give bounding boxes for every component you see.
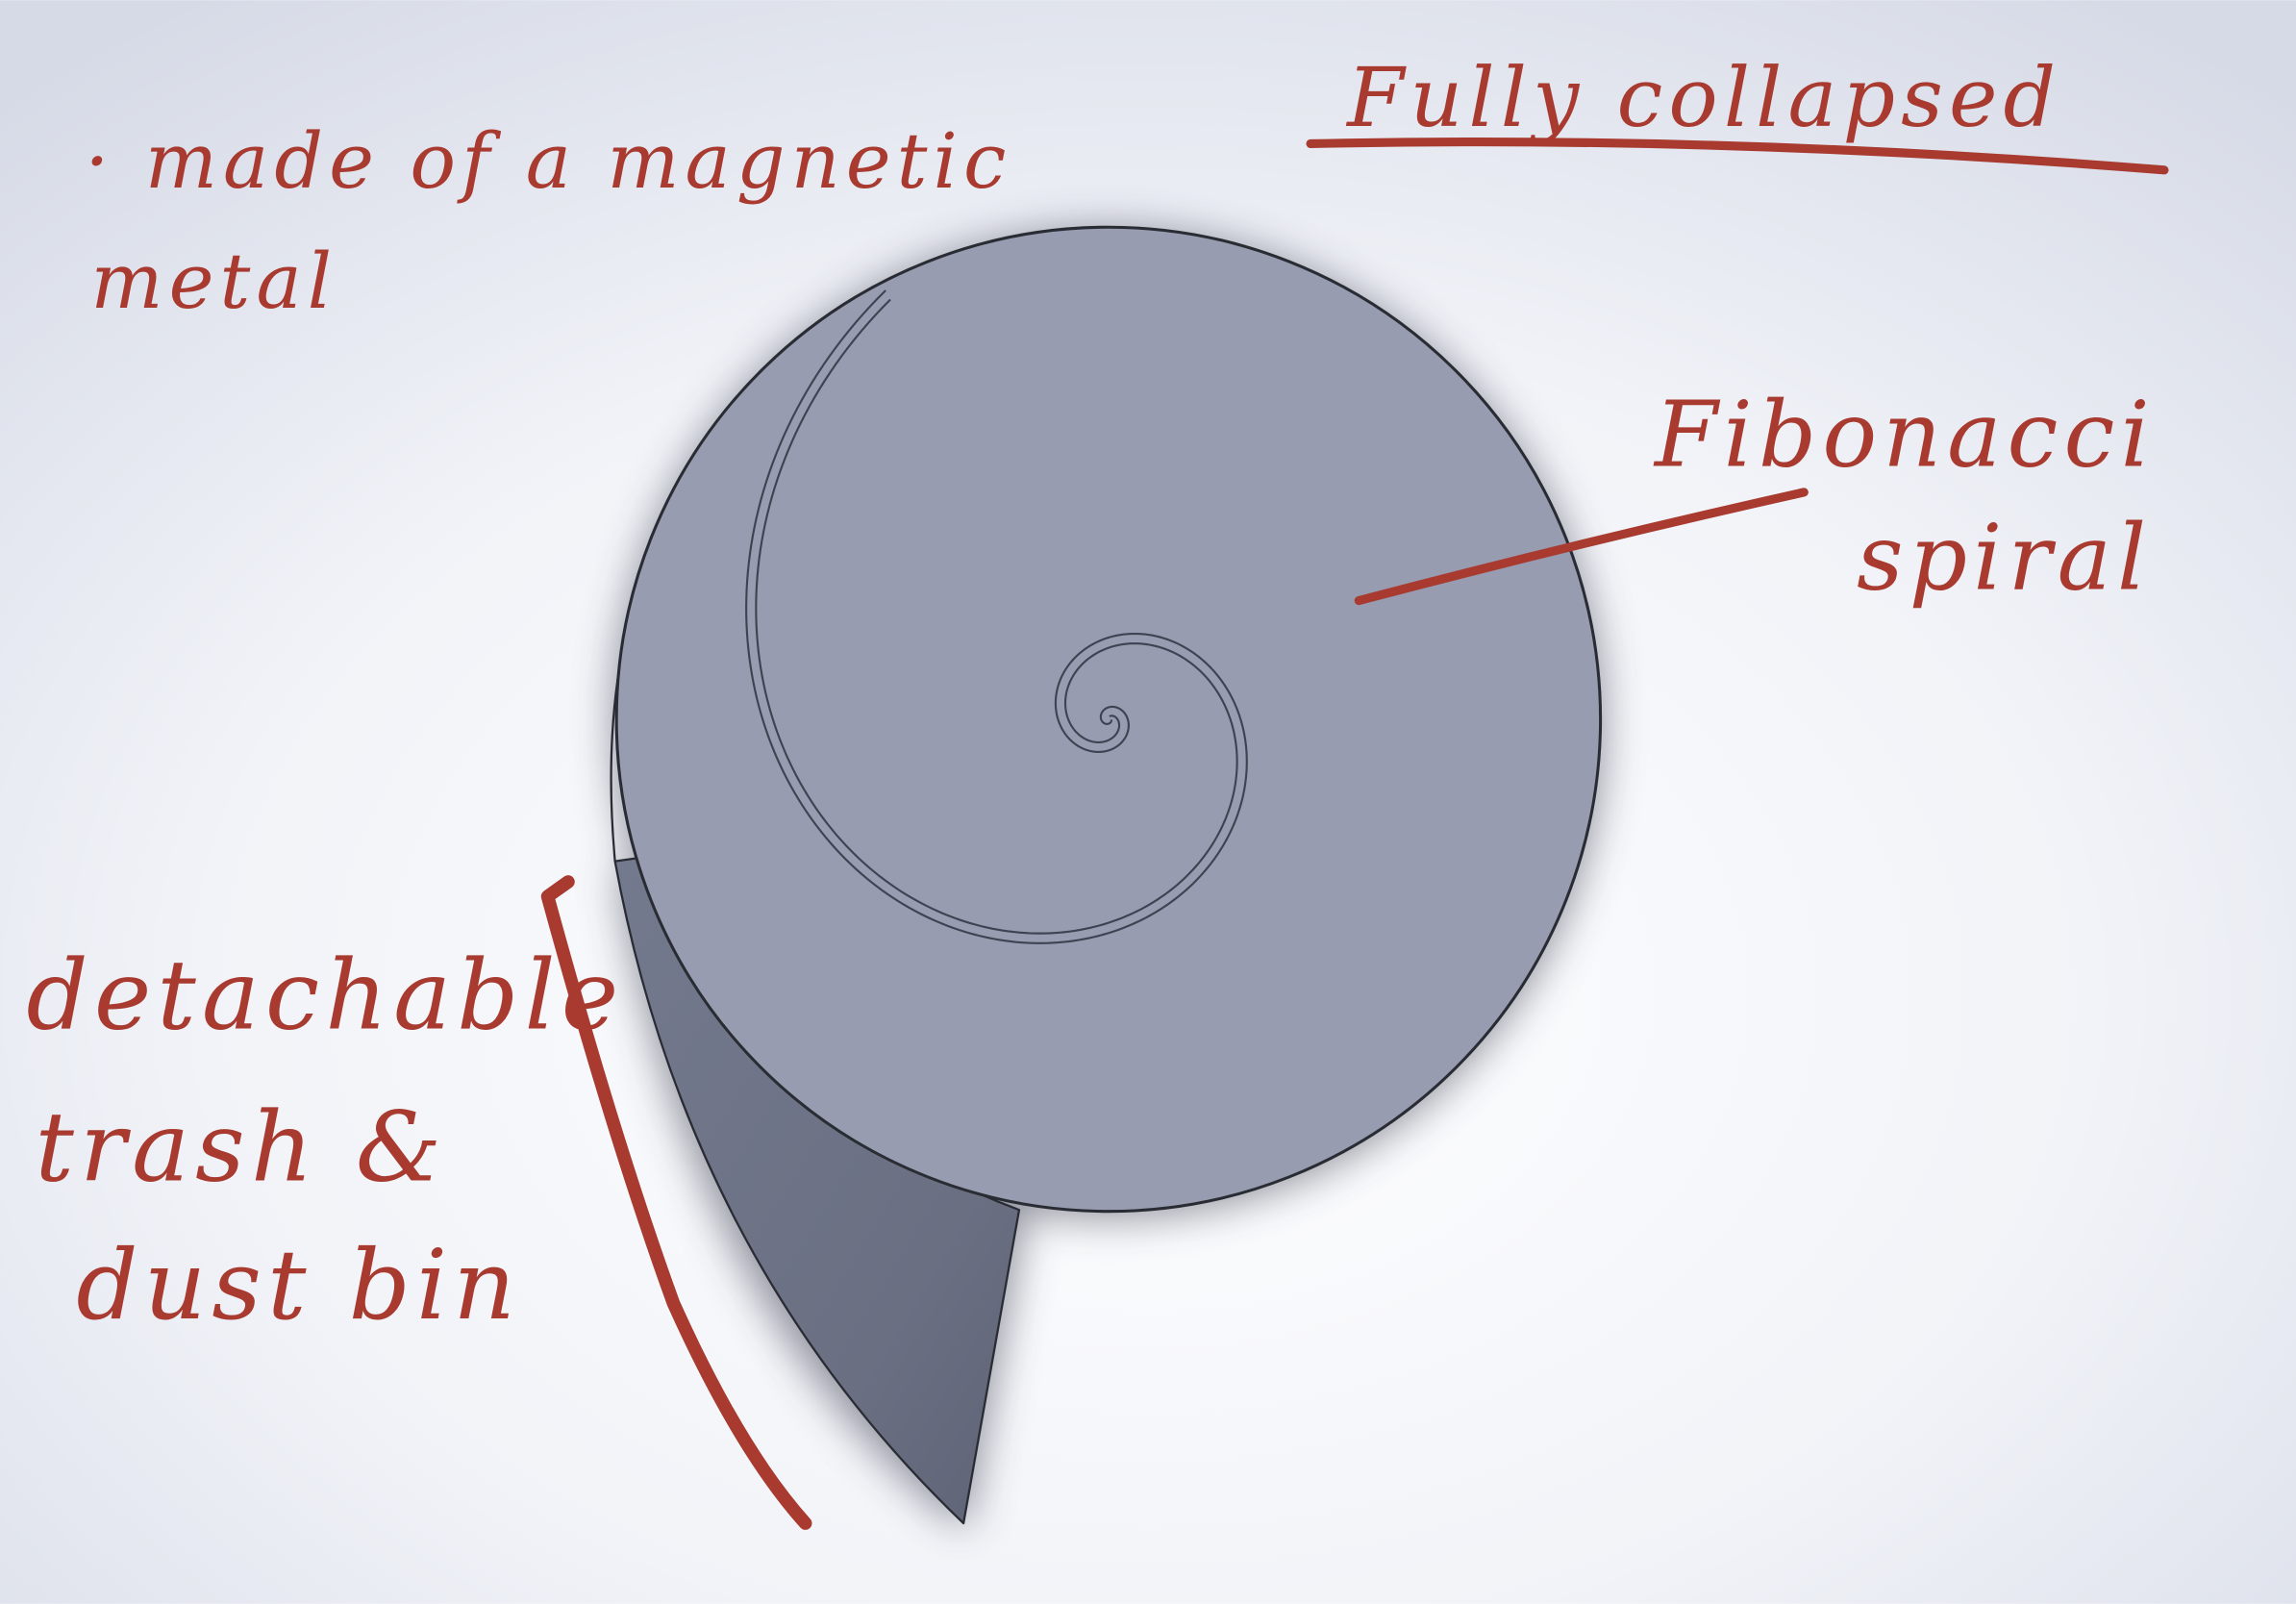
material-note-line2: metal [90, 237, 337, 326]
material-note-line1: · made of a magnetic [85, 116, 1011, 206]
bin-note-line1: detachable [26, 939, 624, 1051]
bin-note-line3: dust bin [76, 1229, 521, 1341]
spiral-note-line1: Fibonacci [1653, 382, 2156, 488]
spiral-note-line2: spiral [1857, 505, 2152, 611]
state-title: Fully collapsed [1345, 51, 2061, 146]
spiral-disc [614, 225, 1603, 1214]
state-title-underline [1306, 138, 2169, 175]
bin-bracket [540, 875, 812, 1530]
bin-note-line2: trash & [36, 1091, 448, 1204]
fibonacci-spiral-groove [745, 289, 1248, 944]
spiral-leader-line [1354, 488, 1809, 606]
